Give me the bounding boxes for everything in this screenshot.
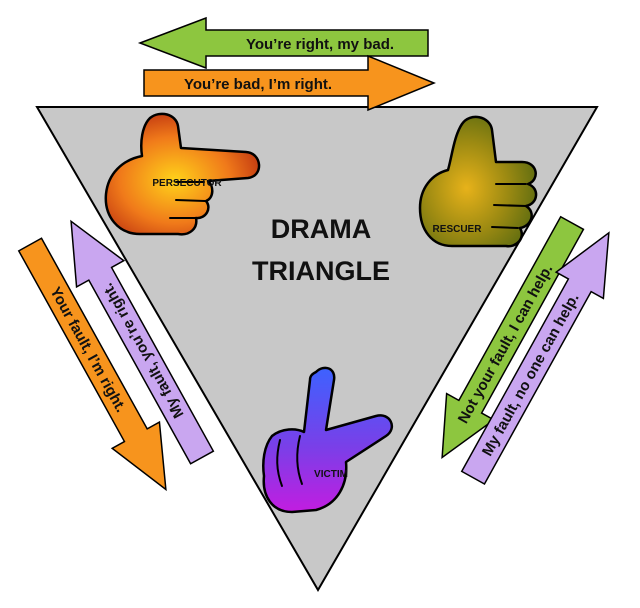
rescuer-label: RESCUER bbox=[433, 224, 483, 235]
arrow-top-left: You’re right, my bad. bbox=[137, 16, 429, 70]
arrow-top-right: You’re bad, I’m right. bbox=[143, 54, 436, 112]
victim-label: VICTIM bbox=[314, 469, 348, 480]
arrow-top-left-label: You’re right, my bad. bbox=[246, 36, 394, 53]
diagram-title-line1: DRAMA bbox=[271, 214, 372, 244]
persecutor-label: PERSECUTOR bbox=[152, 178, 222, 189]
rescuer-hand-icon bbox=[418, 115, 538, 248]
arrow-top-right-label: You’re bad, I’m right. bbox=[184, 76, 332, 93]
persecutor-hand-icon bbox=[104, 112, 261, 236]
diagram-title-line2: TRIANGLE bbox=[252, 256, 390, 286]
victim-hand-icon bbox=[262, 366, 394, 514]
